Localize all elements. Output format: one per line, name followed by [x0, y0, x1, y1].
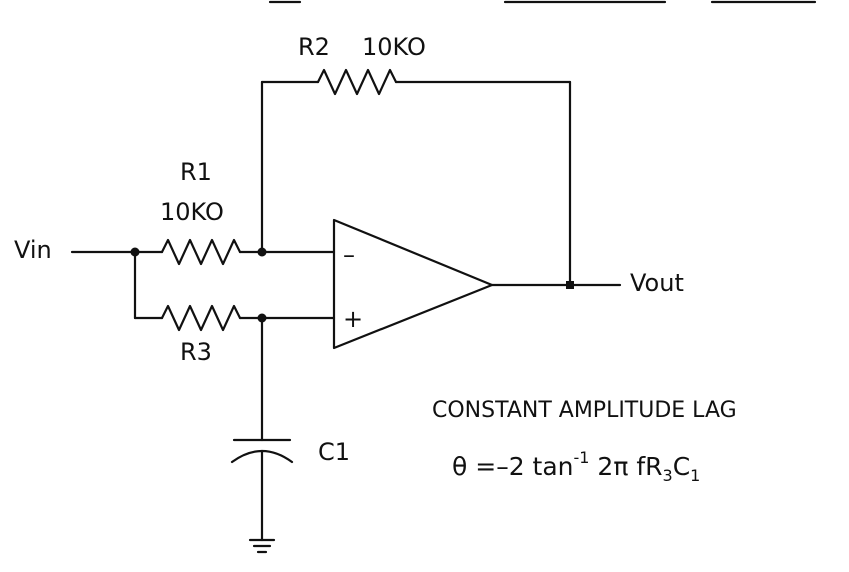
formula-exponent: -1 — [574, 448, 590, 467]
formula-lhs: θ =–2 tan — [452, 452, 574, 481]
output-wire — [490, 281, 622, 289]
r1-value: 10KO — [160, 198, 224, 226]
r1-name: R1 — [180, 158, 212, 186]
caption-formula: θ =–2 tan-1 2π fR3C1 — [452, 448, 700, 485]
vout-label: Vout — [630, 269, 684, 297]
formula-c: C — [673, 452, 690, 481]
r2-value: 10KO — [362, 33, 426, 61]
output-junction — [566, 281, 574, 289]
input-wire — [70, 247, 164, 320]
feedback-path — [257, 80, 336, 257]
caption-title: CONSTANT AMPLITUDE LAG — [432, 398, 737, 423]
formula-subscript-r: 3 — [663, 466, 673, 485]
resistor-r1 — [160, 238, 264, 266]
non-inverting-path — [257, 313, 336, 442]
non-inverting-junction — [257, 313, 267, 323]
r2-name: R2 — [298, 33, 330, 61]
r3-name: R3 — [180, 338, 212, 366]
opamp-non-inverting-sign: + — [343, 305, 363, 333]
input-junction — [130, 247, 140, 257]
opamp-inverting-sign: – — [343, 241, 355, 269]
capacitor-c1 — [230, 438, 294, 542]
resistor-r2 — [316, 68, 572, 287]
ground-icon — [248, 538, 276, 554]
resistor-r3 — [160, 304, 264, 332]
formula-subscript-c: 1 — [690, 466, 700, 485]
vin-label: Vin — [14, 236, 52, 264]
c1-name: C1 — [318, 438, 350, 466]
opamp: – + — [332, 218, 494, 350]
formula-mid: 2π fR — [589, 452, 662, 481]
inverting-junction — [257, 247, 267, 257]
